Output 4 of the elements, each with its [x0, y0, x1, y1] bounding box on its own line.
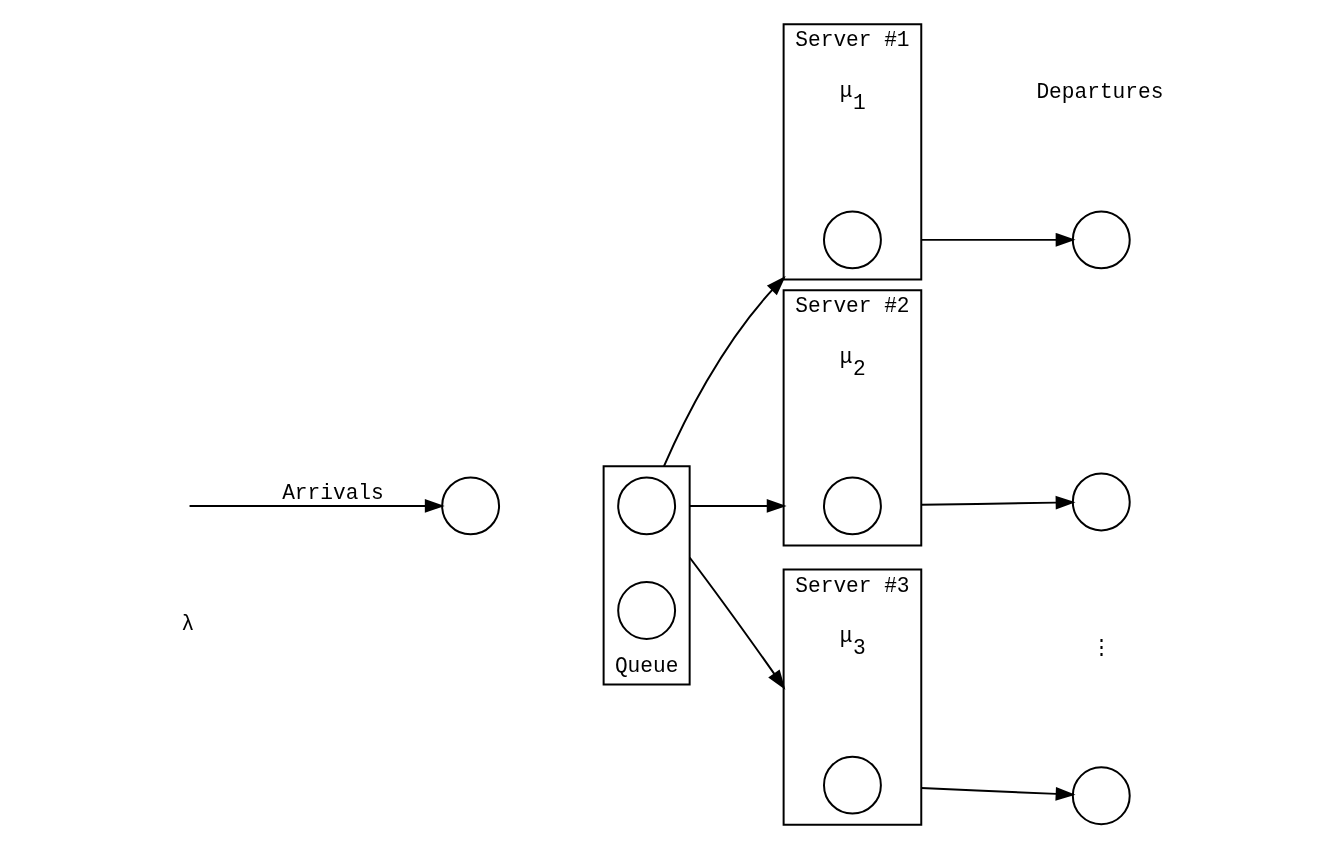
- label: λ: [180, 612, 194, 637]
- edge-label: Arrivals: [281, 481, 384, 506]
- label: Departures: [1035, 79, 1163, 104]
- label: ⋮: [1090, 635, 1112, 660]
